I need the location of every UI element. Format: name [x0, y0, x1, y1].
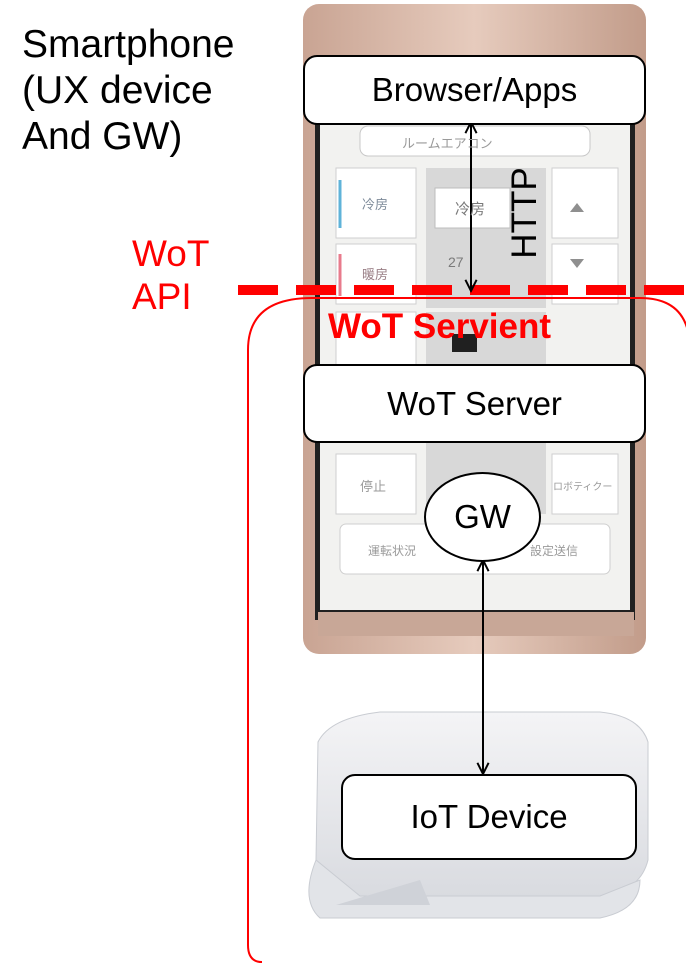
smartphone-label-line-1: Smartphone [22, 23, 235, 66]
http-label: HTTP [505, 167, 544, 259]
screen-text-temp: 27 [448, 254, 464, 270]
wot-api-label-line-1: WoT [132, 233, 210, 274]
smartphone-label: Smartphone (UX device And GW) [22, 22, 234, 160]
iot-device-box: IoT Device [341, 774, 637, 860]
browser-apps-label: Browser/Apps [371, 71, 578, 108]
wot-server-label: WoT Server [387, 384, 562, 422]
smartphone-image [303, 4, 646, 654]
screen-text-heat: 暖房 [362, 267, 389, 282]
wot-api-label-line-2: API [132, 276, 192, 317]
screen-text-mode: 冷房 [455, 201, 486, 218]
screen-text-header: ルームエアコン [402, 136, 493, 151]
browser-apps-box: Browser/Apps [303, 55, 646, 125]
screen-text-stop: 停止 [360, 479, 387, 494]
gw-circle: GW [424, 472, 541, 562]
servient-title: WoT Servient [328, 307, 552, 346]
screen-text-cool: 冷房 [362, 197, 389, 212]
smartphone-label-line-2: (UX device [22, 69, 213, 112]
screen-text-status: 運転状況 [368, 544, 417, 558]
iot-device-label: IoT Device [410, 798, 568, 835]
gw-label: GW [454, 498, 511, 535]
wot-api-label: WoT API [132, 232, 209, 318]
screen-text-robot: ロボティクー [553, 482, 613, 493]
wot-server-box: WoT Server [303, 364, 646, 443]
screen-text-send: 設定送信 [530, 544, 579, 558]
servient-boundary [247, 297, 686, 963]
smartphone-label-line-3: And GW) [22, 115, 183, 158]
